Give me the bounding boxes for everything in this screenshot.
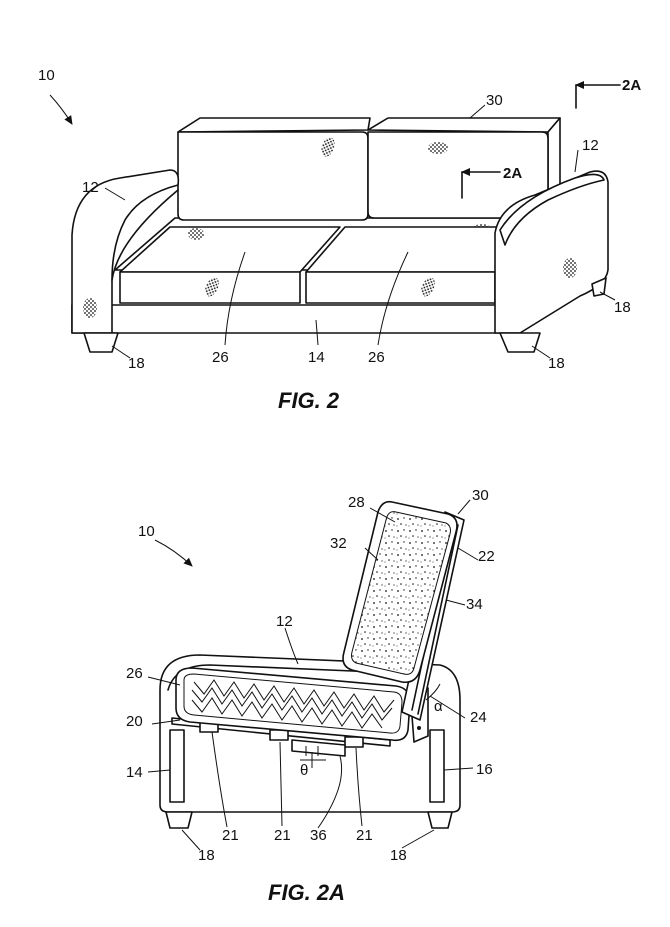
- fig2-leader-lines: [49, 94, 616, 359]
- fig2a-leg-left: [165, 811, 193, 829]
- fig2a-label-back-cushion: 28: [348, 494, 365, 511]
- fig2a-label-left-side: 14: [126, 764, 143, 781]
- fig2a-back-assembly: [342, 500, 465, 721]
- fig2a-label-bracket: 24: [470, 709, 487, 726]
- fig2-drawing: 10 12 12 30 2A 2A 26 14 26 18 18 18 FIG.…: [38, 67, 641, 413]
- fig2a-label-support-right: 21: [356, 827, 373, 844]
- fig2a-label-platform: 20: [126, 713, 143, 730]
- fig2a-label-seat: 26: [126, 665, 143, 682]
- fig2a-label-rear-layer: 34: [466, 596, 483, 613]
- fig2a-seat-cushion: [175, 667, 411, 742]
- fig2a-caption: FIG. 2A: [268, 880, 345, 905]
- fig2a-label-support-center: 21: [274, 827, 291, 844]
- fig2-label-leg-right: 18: [614, 299, 631, 316]
- fig2-back-cushion-right: [367, 117, 561, 236]
- fig2-label-back: 30: [486, 92, 503, 109]
- fig2a-drawing: 10 28 30 32 22 34 12 26 α 24 20 14 16 θ …: [126, 487, 495, 905]
- fig2-arm-right: [494, 170, 609, 334]
- fig2-base-rail: [71, 304, 506, 334]
- fig2-label-arm-left: 12: [82, 179, 99, 196]
- fig2a-side-panel-right: [429, 729, 445, 803]
- fig2-back-cushion-left: [177, 117, 371, 221]
- fig2-label-seat-left: 26: [212, 349, 229, 366]
- fig2a-label-right-side: 16: [476, 761, 493, 778]
- fig2-label-leg-center: 18: [548, 355, 565, 372]
- fig2-label-section-mid: 2A: [503, 165, 522, 182]
- fig2-seat-cushion-left: [119, 226, 341, 304]
- fig2a-leg-right: [427, 811, 453, 829]
- fig2a-label-leg-left: 18: [198, 847, 215, 864]
- fig2-section-marker-mid: [461, 168, 501, 199]
- fig2-label-seat-right: 26: [368, 349, 385, 366]
- fig2a-label-frame: 22: [478, 548, 495, 565]
- fig2a-leader-lines: [147, 499, 479, 851]
- fig2a-label-back: 30: [472, 487, 489, 504]
- fig2-arm-left: [71, 169, 180, 334]
- fig2-caption: FIG. 2: [278, 388, 340, 413]
- fig2a-side-panel-left: [169, 729, 185, 803]
- fig2-leg-right: [499, 332, 541, 353]
- fig2-label-leg-left: 18: [128, 355, 145, 372]
- fig2-label-arm-right: 12: [582, 137, 599, 154]
- fig2a-label-front-layer: 32: [330, 535, 347, 552]
- fig2-leg-left: [83, 332, 119, 353]
- fig2a-label-sofa: 10: [138, 523, 155, 540]
- fig2a-label-angle-alpha: α: [434, 698, 443, 715]
- fig2a-label-mount: 36: [310, 827, 327, 844]
- fig2-seat-cushion-right: [305, 226, 521, 304]
- fig2a-label-arm: 12: [276, 613, 293, 630]
- fig2a-label-support-left: 21: [222, 827, 239, 844]
- fig2a-support-center: [269, 729, 289, 741]
- fig2a-label-angle-theta: θ: [300, 762, 308, 779]
- fig2-label-section-top: 2A: [622, 77, 641, 94]
- fig2-label-sofa: 10: [38, 67, 55, 84]
- fig2-section-marker-top: [575, 81, 621, 109]
- fig2a-support-right: [344, 736, 364, 748]
- fig2-label-base: 14: [308, 349, 325, 366]
- fig2a-label-leg-right: 18: [390, 847, 407, 864]
